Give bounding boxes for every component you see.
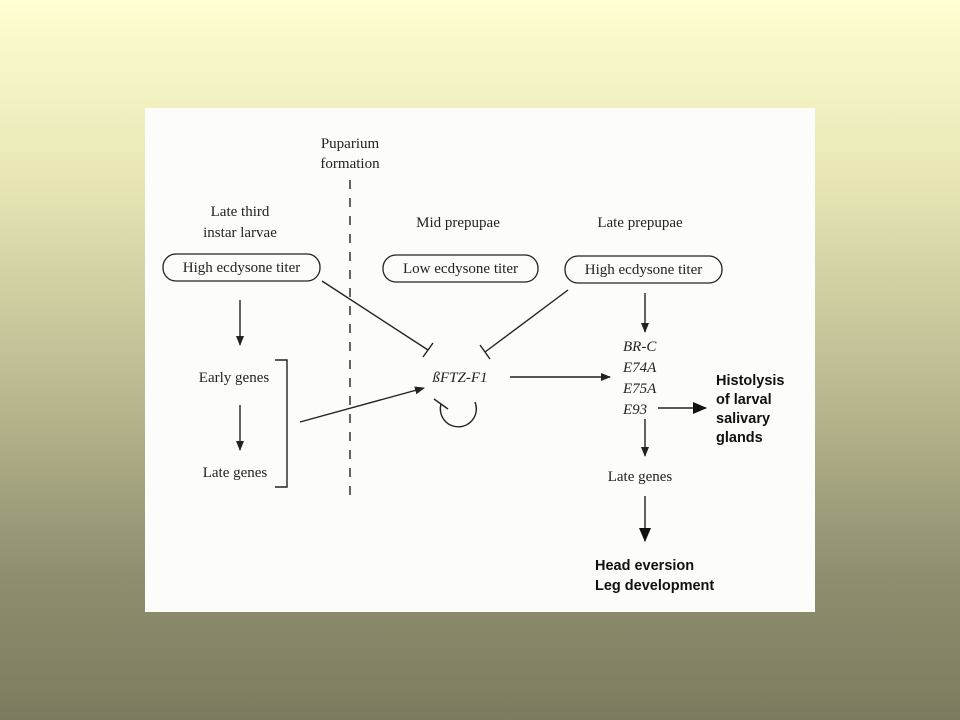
histolysis-line2: of larval: [716, 392, 772, 408]
inhibit-line-right: [484, 289, 569, 353]
outcome-head-eversion: Head eversion: [595, 558, 694, 574]
histolysis-line3: salivary: [716, 411, 770, 427]
diagram-panel: [145, 108, 815, 612]
titer-right-label: High ecdysone titer: [585, 262, 702, 278]
stage-late-prepupae: Late prepupae: [597, 215, 683, 231]
late-genes-left-label: Late genes: [203, 465, 268, 481]
arrow-bracket-to-ftz: [299, 386, 425, 423]
histolysis-line1: Histolysis: [716, 373, 785, 389]
gene-br-c: BR-C: [623, 339, 657, 355]
stage-larvae-line1: Late third: [211, 204, 270, 220]
titer-left-label: High ecdysone titer: [183, 260, 300, 276]
self-regulation-loop: [439, 401, 478, 428]
histolysis-line4: glands: [716, 430, 763, 446]
stage-larvae-line2: instar larvae: [203, 225, 277, 241]
puparium-label: Puparium: [321, 136, 380, 152]
outcome-leg-development: Leg development: [595, 578, 714, 594]
self-regulation-bar: [433, 398, 449, 410]
titer-mid-label: Low ecdysone titer: [403, 261, 518, 277]
ftz-f1-label: ßFTZ-F1: [431, 370, 487, 386]
early-genes-label: Early genes: [199, 370, 270, 386]
inhibit-bar-right: [479, 344, 491, 360]
inhibit-bar-left: [422, 342, 434, 358]
titer-box-left: [162, 253, 321, 282]
gene-e74a: E74A: [622, 360, 657, 376]
titer-box-right: [564, 255, 723, 284]
gene-bracket: [275, 359, 288, 488]
late-genes-right-label: Late genes: [608, 469, 673, 485]
gene-e75a: E75A: [622, 381, 657, 397]
gene-e93: E93: [622, 402, 647, 418]
titer-box-mid: [382, 254, 539, 283]
inhibit-line-left: [321, 280, 429, 351]
stage-mid-prepupae: Mid prepupae: [416, 215, 500, 231]
formation-label: formation: [320, 156, 380, 172]
